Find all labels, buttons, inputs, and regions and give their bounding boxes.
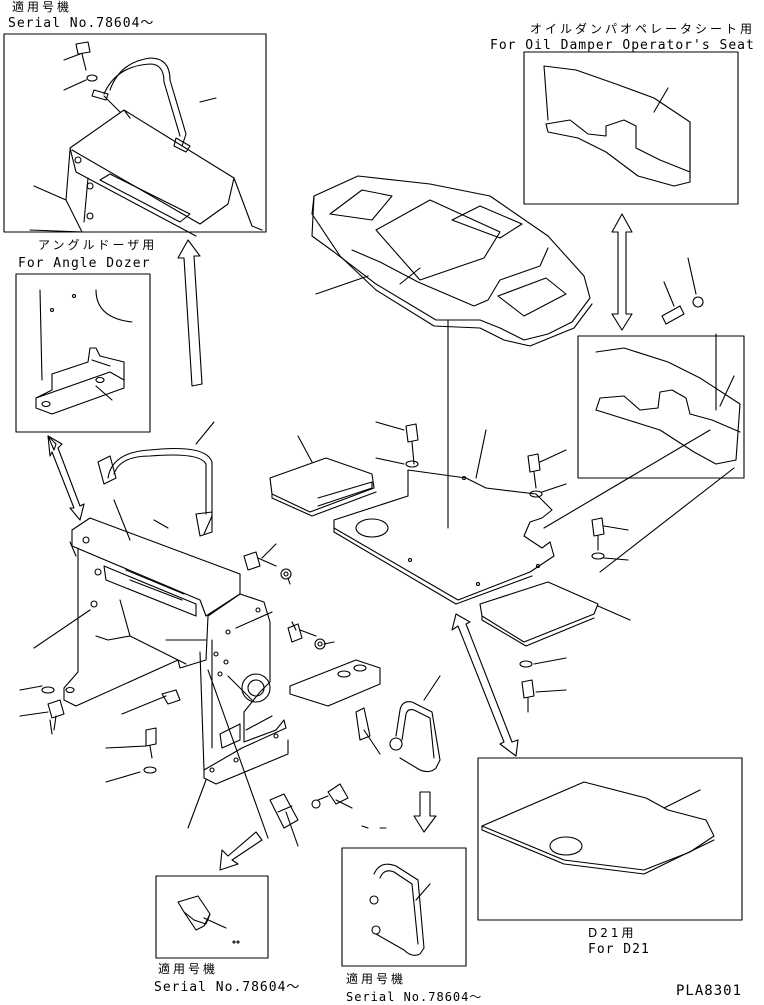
main-leader-lines [20,544,386,846]
top-left-serial-label: Serial No.78604～ [8,16,155,31]
inset-bottom-right-frame [342,848,466,966]
center-floor-plate [334,430,554,604]
inset-oil-damper-frame [524,52,738,204]
floor-mat [312,176,592,528]
oil-damper-seat-jp-label: オイルダンパオペレータシート用 [530,22,756,36]
arrow-up-to-top-left-inset [178,240,202,386]
top-left-applicable-label: 適用号機 [12,0,73,14]
inset-bottom-mid-frame [156,876,268,958]
main-left-bracket [64,518,240,706]
inset-d21-frame [478,758,742,920]
hardware-bolts [42,552,370,828]
d21-en-label: For D21 [588,942,650,957]
bottom-mid-bracket [178,896,239,943]
oil-damper-hardware [662,258,703,324]
inset-angle-dozer-frame [16,274,150,432]
angle-dozer-bracket [36,290,132,414]
small-handrail [390,676,440,772]
center-bolts [376,422,628,712]
angle-dozer-en-label: For Angle Dozer [18,256,151,271]
main-support-plate [200,594,380,784]
main-handrail [98,422,214,540]
inset-top-left-frame [4,34,266,232]
angle-dozer-jp-label: アングルドーザ用 [38,238,158,252]
connection-lines [544,430,734,572]
bottom-right-handrail [370,864,430,955]
bottom-right-serial-label: Serial No.78604～ [346,990,483,1004]
bottom-mid-serial-label: Serial No.78604～ [154,980,301,995]
d21-floor-plate [482,782,714,874]
bottom-mid-applicable-label: 適用号機 [158,962,219,976]
top-left-bracket-assembly [30,42,262,236]
left-small-cover-plate [270,436,376,516]
double-arrow-oil-damper [612,214,632,330]
oil-damper-seat-en-label: For Oil Damper Operator's Seat [490,38,755,53]
double-arrow-angle-dozer [48,436,84,520]
oil-damper-cover-inset [544,66,690,186]
right-small-cover-plate [480,582,630,646]
drawing-code: PLA8301 [676,983,743,999]
bottom-right-applicable-label: 適用号機 [346,972,407,986]
d21-jp-label: D21用 [588,926,637,940]
double-arrow-d21 [452,614,518,756]
oil-damper-cover-main [578,334,744,478]
arrows-down [220,792,436,870]
